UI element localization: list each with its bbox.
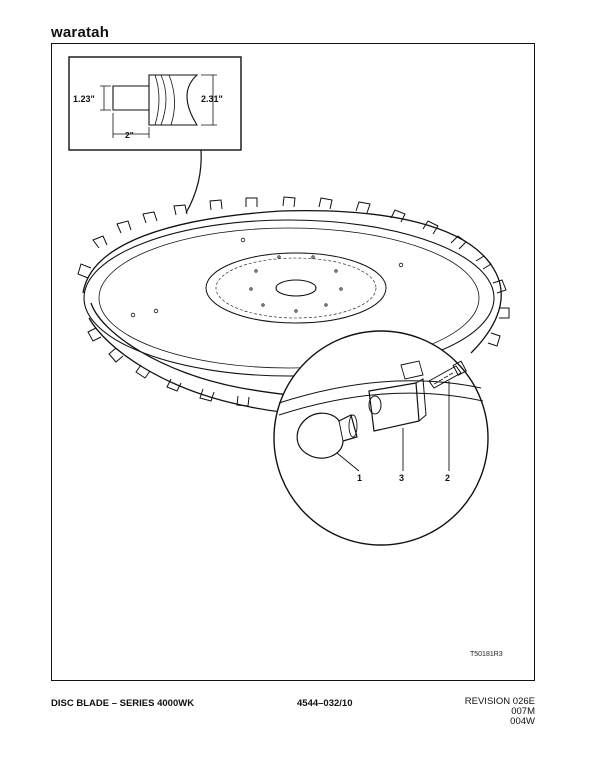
document-title: DISC BLADE – SERIES 4000WK [51,698,195,709]
disc-bolt-holes [130,237,404,318]
figure-frame [51,43,535,681]
cutting-tooth [296,412,358,459]
disc-center-bore [275,279,317,297]
disc-teeth [77,196,510,407]
disc-outer-rim [82,210,502,354]
revision-block: REVISION 026E 007M 004W [465,697,535,727]
callout-2: 2 [445,473,450,483]
revision-line: REVISION 026E [464,696,535,707]
inset-dimension-length: 2" [125,130,134,140]
inset-dimension-height-right: 2.31" [201,94,223,104]
magnified-detail-circle [273,330,489,546]
part-number: 4544–032/10 [297,698,353,709]
disc-hub-outer [205,252,387,324]
brand-logo-text: waratah [51,24,110,41]
inset-dimension-height-left: 1.23" [73,94,95,104]
revision-line: 004W [510,716,535,727]
screw [428,365,462,389]
disc-blade-illustration: 1.23" 2.31" 2" 1 3 2 [68,56,510,546]
tooth-profile [112,74,199,126]
callout-3: 3 [399,473,404,483]
revision-line: 007M [511,706,535,717]
callout-1: 1 [357,473,362,483]
disc-inner-ring [83,219,495,377]
tooth-detail-inset [68,56,242,151]
figure-reference-code: T50181R3 [470,651,503,658]
